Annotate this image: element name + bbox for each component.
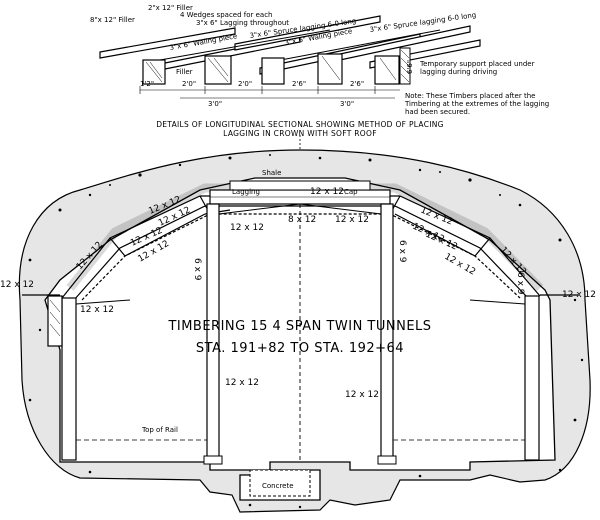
size-center-right-post: 12 x 12 bbox=[345, 390, 379, 400]
dim-3-0-a: 3'0" bbox=[208, 100, 222, 108]
dim-2-6-a: 2'6" bbox=[292, 80, 306, 88]
shale-label: Shale bbox=[262, 169, 281, 177]
temporary-support-label: Temporary support placed under lagging d… bbox=[420, 60, 535, 76]
footing-right bbox=[377, 455, 397, 465]
tunnel-cross-section bbox=[18, 149, 591, 513]
waling-piece-1 bbox=[159, 29, 331, 61]
filler-left-label: 8"x 12" Filler bbox=[90, 16, 135, 24]
dim-3-0-b: 3'0" bbox=[340, 100, 354, 108]
note-text: Note: These Timbers placed after the Tim… bbox=[405, 92, 550, 116]
size-center-right-top: 12 x 12 bbox=[335, 215, 369, 225]
right-wall-post bbox=[524, 295, 540, 461]
cap-label: Cap bbox=[344, 188, 358, 196]
lagging-plank-1 bbox=[99, 27, 236, 59]
size-post-left-6x9: 6 x 9 bbox=[192, 258, 202, 281]
cap-block-5 bbox=[374, 55, 400, 85]
footing-left bbox=[203, 455, 223, 465]
section-title-line-2: STA. 191+82 TO STA. 192+64 bbox=[196, 341, 404, 356]
cap-block-3 bbox=[261, 57, 285, 85]
left-wall-post bbox=[61, 297, 77, 461]
size-post-right-6x9: 6 x 9 bbox=[397, 240, 407, 263]
top-of-rail-label: Top of Rail bbox=[141, 426, 178, 434]
dim-2-0-a: 2'0" bbox=[182, 80, 196, 88]
dim-6-6: 6'6" bbox=[406, 60, 414, 74]
temporary-support-label-box: Temporary support placed under lagging d… bbox=[420, 60, 535, 76]
lagging-detail bbox=[99, 15, 481, 160]
concrete-label: Concrete bbox=[262, 482, 294, 490]
lagging-plank-3 bbox=[234, 15, 381, 51]
lagging-throughout-label: 3"x 6" Lagging throughout bbox=[196, 19, 289, 27]
lagging-label: Lagging bbox=[232, 188, 260, 196]
note-box: Note: These Timbers placed after the Tim… bbox=[405, 92, 550, 116]
dim-2-0-b: 2'0" bbox=[238, 80, 252, 88]
caption-line-2: LAGGING IN CROWN WITH SOFT ROOF bbox=[223, 129, 377, 138]
filler-top-label: 2"x 12" Filler bbox=[148, 4, 193, 12]
size-right-outer: 12 x 12 bbox=[562, 290, 596, 300]
concrete-drain bbox=[249, 469, 311, 497]
caption-line-1: DETAILS OF LONGITUDINAL SECTIONAL SHOWIN… bbox=[156, 120, 444, 129]
size-center-strut: 8 x 12 bbox=[288, 215, 316, 225]
dim-1-2: 1'2" bbox=[140, 80, 154, 88]
size-left-outer: 12 x 12 bbox=[0, 280, 34, 290]
rock-texture bbox=[28, 154, 584, 509]
cap-block-2 bbox=[204, 55, 232, 85]
dim-2-6-b: 2'6" bbox=[350, 80, 364, 88]
waling-piece-2 bbox=[269, 29, 441, 63]
filler-small-label: Filler bbox=[176, 68, 193, 76]
left-side-block bbox=[47, 295, 63, 347]
section-title-line-1: TIMBERING 15 4 SPAN TWIN TUNNELS bbox=[167, 319, 431, 334]
cap-block-4 bbox=[317, 53, 343, 85]
wedges-label: 4 Wedges spaced for each bbox=[180, 11, 273, 19]
crown-lagging bbox=[229, 180, 371, 191]
size-crown-cap: 12 x 12 bbox=[310, 187, 344, 197]
size-center-left-post-top: 12 x 12 bbox=[230, 223, 264, 233]
size-wall-right-6x9: 6 x 9 bbox=[515, 272, 525, 295]
size-left-wall-plate: 12 x 12 bbox=[80, 305, 114, 315]
inner-struts bbox=[75, 203, 526, 305]
size-center-left-post: 12 x 12 bbox=[225, 378, 259, 388]
